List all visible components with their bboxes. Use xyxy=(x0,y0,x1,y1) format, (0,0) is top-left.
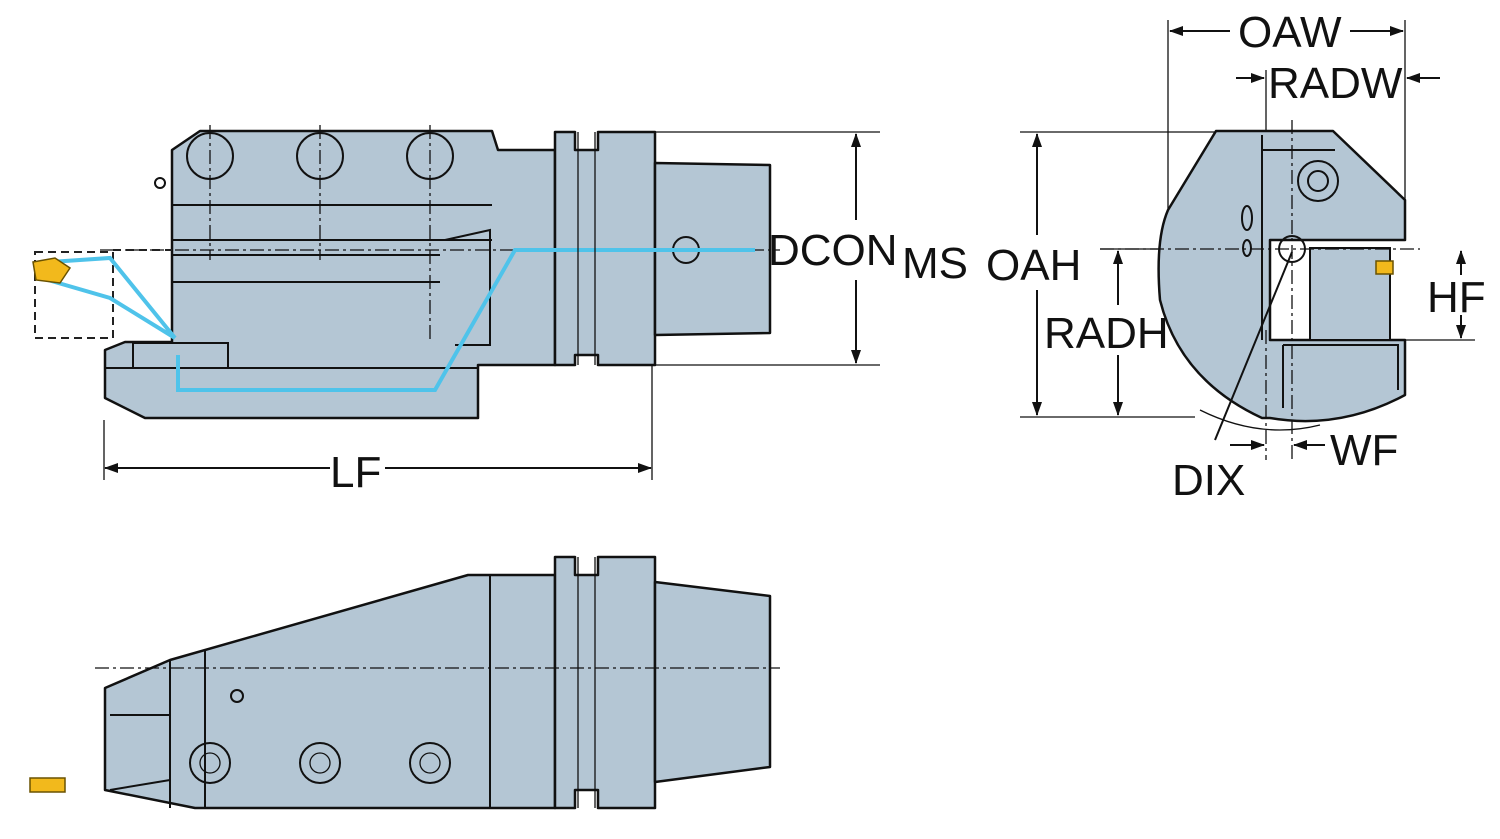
dimension-label-hf: HF xyxy=(1427,273,1486,322)
insert-icon xyxy=(29,777,66,793)
dimension-label-radw: RADW xyxy=(1268,59,1403,108)
dimension-label-dix: DIX xyxy=(1172,456,1245,505)
top-view xyxy=(29,555,780,810)
dimension-label-dcon: DCON xyxy=(768,226,898,275)
dimension-label-wf: WF xyxy=(1330,426,1398,475)
dimension-label-oaw: OAW xyxy=(1238,8,1342,57)
insert-icon xyxy=(1375,260,1394,275)
side-view-top xyxy=(32,125,780,420)
dimension-label-ms: MS xyxy=(902,239,968,288)
dimension-label-oah: OAH xyxy=(986,241,1081,290)
dimension-label-radh: RADH xyxy=(1044,309,1169,358)
insert-icon xyxy=(32,257,72,284)
end-view xyxy=(1100,120,1420,460)
dimension-label-lf: LF xyxy=(330,448,381,497)
